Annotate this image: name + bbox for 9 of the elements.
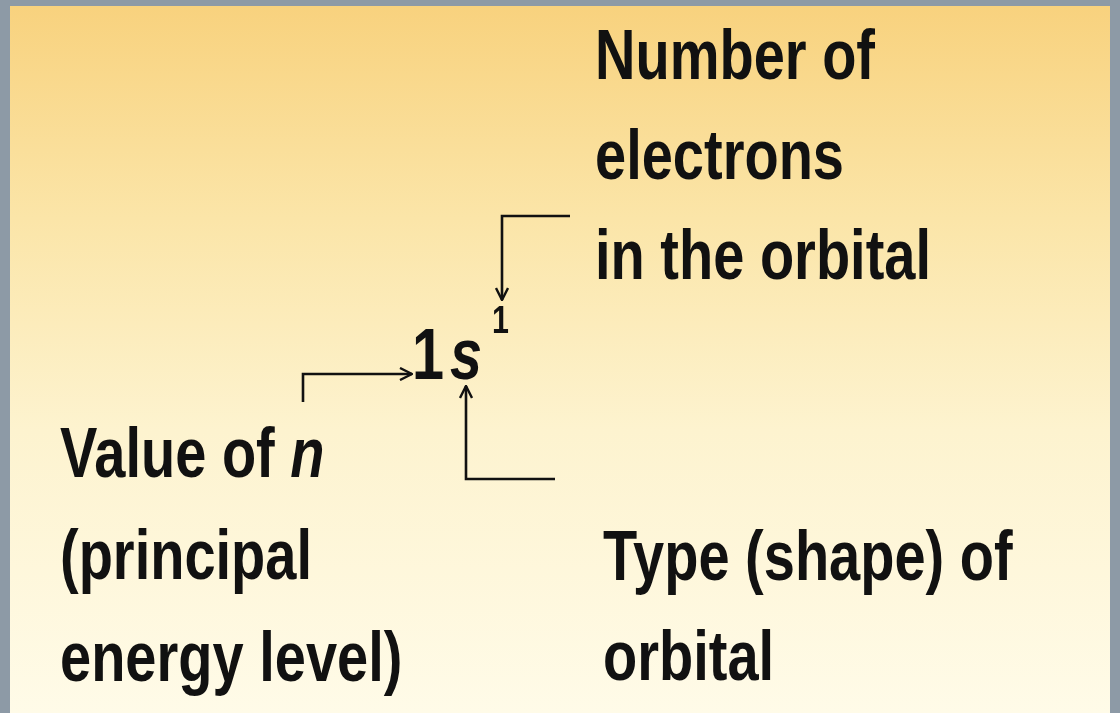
annotation-label: Number of electrons in the orbital — [570, 5, 1040, 305]
leader-arrow — [494, 214, 570, 302]
annotation-label: Type (shape) of orbital — [555, 470, 1065, 706]
quantum-number: 1 — [412, 322, 445, 386]
annotation-label: Value of n (principal energy level) — [60, 402, 460, 708]
leader-arrow — [301, 366, 414, 402]
electron-count: 1 — [492, 300, 509, 340]
orbital-letter: s — [450, 322, 483, 386]
leader-arrow — [458, 384, 555, 481]
